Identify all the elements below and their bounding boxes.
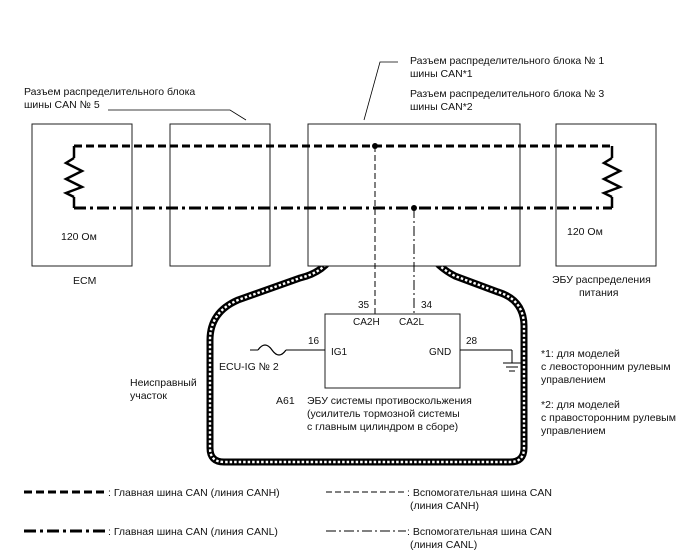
ecm-box xyxy=(31,123,133,267)
legend-sub-canh: : Вспомогательная шина CAN xyxy=(407,487,552,499)
a61-label: A61 xyxy=(276,395,295,407)
junction-5-label: Разъем распределительного блока xyxy=(24,86,195,98)
note-2: *2: для моделей xyxy=(541,399,620,411)
fuse-icon xyxy=(257,344,287,356)
junction-3-label-2: шины CAN*2 xyxy=(410,101,473,113)
resistor-right-label: 120 Ом xyxy=(567,226,603,238)
pin-28-label: 28 xyxy=(466,336,478,347)
note-1: *1: для моделей xyxy=(541,348,620,360)
skid-control-ecu-box xyxy=(324,313,461,389)
resistor-left-icon xyxy=(62,146,86,208)
ecu-ig2-label: ECU-IG № 2 xyxy=(219,361,279,373)
pin-ca2l-label: CA2L xyxy=(399,317,424,328)
pdu-label-2: питания xyxy=(579,287,618,299)
junction-1-label: Разъем распределительного блока № 1 xyxy=(410,55,604,67)
pin-35-label: 35 xyxy=(358,300,370,311)
ecm-label: ECM xyxy=(73,275,96,287)
legend-main-canl: : Главная шина CAN (линия CANL) xyxy=(108,526,278,538)
pin-gnd-label: GND xyxy=(429,347,451,358)
legend-main-canh: : Главная шина CAN (линия CANH) xyxy=(108,487,280,499)
pin-ca2h-label: CA2H xyxy=(353,317,380,328)
faulty-section-label: Неисправный xyxy=(130,377,197,389)
pin-34-label: 34 xyxy=(421,300,433,311)
resistor-left-label: 120 Ом xyxy=(61,231,97,243)
junction-1-label-2: шины CAN*1 xyxy=(410,68,473,80)
junction-5-box xyxy=(169,123,271,267)
leader-junction-5 xyxy=(108,109,247,121)
ground-icon xyxy=(503,362,521,372)
faulty-section-label-2: участок xyxy=(130,390,167,402)
note-2-3: управлением xyxy=(541,425,606,437)
resistor-right-icon xyxy=(600,146,624,208)
ecu-name-label-3: с главным цилиндром в сборе) xyxy=(307,421,458,433)
legend-sub-canh-2: (линия CANH) xyxy=(410,500,479,512)
pin-ig1-label: IG1 xyxy=(331,347,348,358)
legend-sub-canl: : Вспомогательная шина CAN xyxy=(407,526,552,538)
note-2-2: с правосторонним рулевым xyxy=(541,412,676,424)
legend-sub-canl-2: (линия CANL) xyxy=(410,539,477,551)
note-1-3: управлением xyxy=(541,374,606,386)
ecu-name-label: ЭБУ системы противоскольжения xyxy=(307,395,472,407)
leader-junction-1-3 xyxy=(363,61,398,121)
ecu-name-label-2: (усилитель тормозной системы xyxy=(307,408,460,420)
pdu-label: ЭБУ распределения xyxy=(552,274,651,286)
junction-3-label: Разъем распределительного блока № 3 xyxy=(410,88,604,100)
note-1-2: с левосторонним рулевым xyxy=(541,361,671,373)
pin-16-label: 16 xyxy=(308,336,320,347)
junction-5-label-2: шины CAN № 5 xyxy=(24,99,100,111)
